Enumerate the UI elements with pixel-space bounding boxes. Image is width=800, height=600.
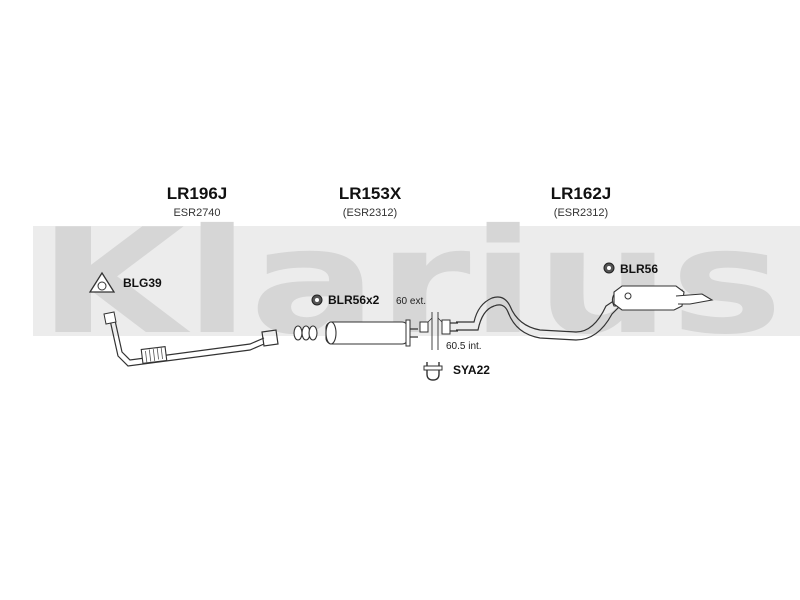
ref-code: ESR2740 bbox=[173, 207, 220, 219]
section-center-silencer: LR153X (ESR2312) bbox=[339, 184, 402, 219]
section-rear-silencer: LR162J (ESR2312) bbox=[551, 184, 611, 219]
external-diameter-label: 60 ext. bbox=[396, 296, 426, 307]
clamp-label: SYA22 bbox=[453, 363, 490, 377]
part-code: LR162J bbox=[551, 184, 611, 203]
internal-diameter-label: 60.5 int. bbox=[446, 341, 482, 352]
klarius-watermark: Klarius bbox=[33, 198, 800, 367]
u-clamp-icon bbox=[423, 362, 443, 381]
ref-code: (ESR2312) bbox=[554, 207, 608, 219]
front-mounts-label: BLR56x2 bbox=[328, 293, 380, 307]
gasket-label: BLG39 bbox=[123, 276, 162, 290]
section-front-pipe: LR196J ESR2740 bbox=[167, 184, 227, 219]
center-silencer-drawing bbox=[325, 319, 418, 347]
part-code: LR196J bbox=[167, 184, 227, 203]
front-pipe-drawing bbox=[103, 311, 279, 367]
joint-dimension-markers bbox=[419, 312, 458, 350]
rear-mount-label: BLR56 bbox=[620, 262, 658, 276]
rubber-mount-icon bbox=[603, 262, 615, 274]
part-code: LR153X bbox=[339, 184, 402, 203]
rear-silencer-drawing bbox=[456, 285, 714, 341]
rubber-mount-icon bbox=[311, 294, 323, 306]
watermark-band bbox=[33, 226, 800, 336]
triangular-gasket-icon bbox=[88, 271, 116, 293]
connector-pieces bbox=[293, 325, 318, 341]
ref-code: (ESR2312) bbox=[343, 207, 397, 219]
